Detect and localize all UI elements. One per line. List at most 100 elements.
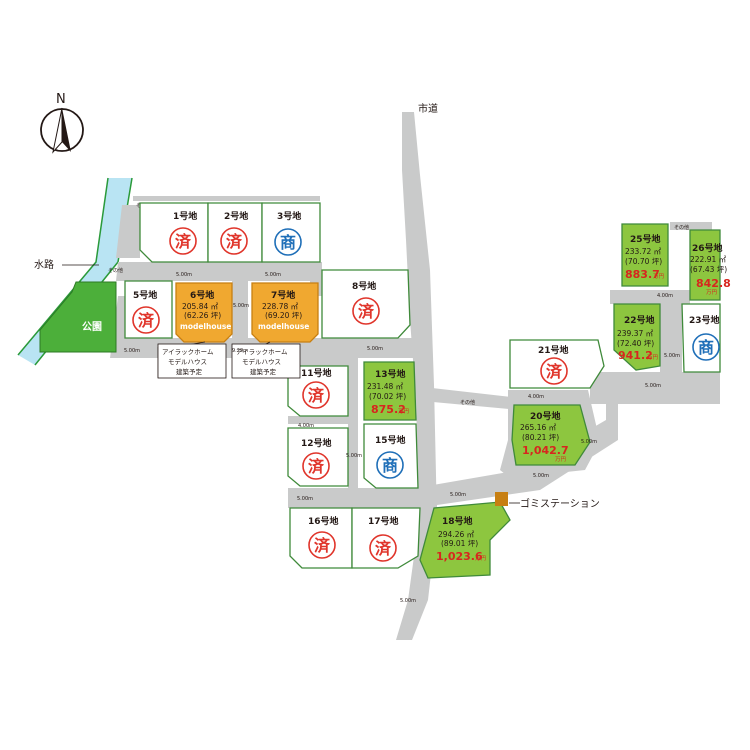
sold-stamp-icon: 済 (302, 452, 330, 480)
svg-text:5.00m: 5.00m (645, 383, 661, 389)
park-label: 公園 (82, 321, 102, 333)
svg-text:建築予定: 建築予定 (176, 367, 203, 376)
price-unit: 万円 (475, 555, 487, 562)
model-house-note-6: アイラックホーム モデルハウス 建築予定 (157, 341, 227, 379)
svg-text:済: 済 (138, 311, 155, 330)
business-stamp-icon: 商 (376, 451, 404, 479)
svg-text:アイラックホーム: アイラックホーム (236, 348, 288, 356)
lot-3[interactable]: 3号地 商 (261, 202, 321, 263)
lot-5[interactable]: 5号地 済 (124, 280, 173, 339)
lot-name: 7号地 (271, 289, 295, 301)
svg-text:5.00m: 5.00m (367, 346, 383, 352)
lot-16[interactable]: 16号地 済 (289, 507, 353, 569)
city-road-label: 市道 (418, 102, 438, 115)
lot-name: 16号地 (308, 515, 339, 527)
svg-text:5.00m: 5.00m (297, 496, 313, 502)
price-unit: 万円 (398, 408, 410, 415)
lot-area-m2: 231.48 ㎡ (367, 382, 404, 391)
lot-15[interactable]: 15号地 商 (363, 423, 419, 489)
sold-stamp-icon: 済 (369, 534, 397, 562)
lot-11[interactable]: 11号地 済 (287, 365, 349, 417)
svg-text:4.00m: 4.00m (528, 394, 544, 400)
modelhouse-tag: modelhouse (258, 322, 309, 331)
svg-text:5.00m: 5.00m (233, 303, 249, 309)
lot-21[interactable]: 21号地 済 (509, 339, 605, 389)
lot-area-m2: 294.26 ㎡ (438, 530, 475, 539)
sold-stamp-icon: 済 (308, 531, 336, 559)
lot-2[interactable]: 2号地 済 (207, 202, 263, 263)
svg-text:5.00m: 5.00m (664, 353, 680, 359)
lot-area-m2: 233.72 ㎡ (625, 247, 662, 256)
other-label-right: その他 (674, 224, 689, 231)
lot-price: 875.2 (371, 403, 406, 416)
lot-area-tsubo: (70.02 坪) (369, 392, 406, 401)
other-label-diag: その他 (460, 399, 475, 406)
lot-26[interactable]: 26号地 222.91 ㎡ (67.43 坪) 842.8 万円 (689, 229, 731, 301)
svg-text:5.00m: 5.00m (400, 598, 416, 604)
sold-stamp-icon: 済 (352, 297, 380, 325)
lot-23[interactable]: 23号地 商 (681, 303, 721, 373)
lot-name: 23号地 (689, 314, 720, 326)
lot-area-tsubo: (80.21 坪) (522, 433, 559, 442)
north-compass-icon: N (40, 92, 84, 154)
sold-stamp-icon: 済 (302, 381, 330, 409)
sold-stamp-icon: 済 (540, 357, 568, 385)
other-strip (432, 388, 520, 410)
lot-17[interactable]: 17号地 済 (351, 507, 421, 569)
svg-text:5.00m: 5.00m (450, 492, 466, 498)
lot-name: 26号地 (692, 242, 723, 254)
lot-name: 18号地 (442, 515, 473, 527)
lot-area-tsubo: (70.70 坪) (625, 257, 662, 266)
svg-text:5.00m: 5.00m (581, 439, 597, 445)
svg-text:済: 済 (308, 457, 325, 476)
svg-text:済: 済 (546, 362, 563, 381)
lot-name: 22号地 (624, 314, 655, 326)
lot-price: 842.8 (696, 277, 731, 290)
lot-name: 21号地 (538, 344, 569, 356)
lot-name: 17号地 (368, 515, 399, 527)
lot-area-m2: 265.16 ㎡ (520, 423, 557, 432)
lot-25[interactable]: 25号地 233.72 ㎡ (70.70 坪) 883.7 万円 (621, 223, 669, 287)
svg-text:済: 済 (175, 232, 192, 251)
lot-name: 3号地 (277, 210, 301, 222)
svg-text:4.00m: 4.00m (298, 423, 314, 429)
lot-6[interactable]: 6号地 205.84 ㎡ (62.26 坪) modelhouse (175, 282, 233, 343)
lot-20[interactable]: 20号地 265.16 ㎡ (80.21 坪) 1,042.7 万円 (511, 404, 591, 466)
price-unit: 万円 (555, 456, 567, 463)
garbage-station-icon (495, 492, 508, 506)
svg-text:済: 済 (375, 539, 392, 558)
price-unit: 万円 (706, 289, 718, 296)
lot-1[interactable]: 1号地 済 (139, 202, 209, 263)
sold-stamp-icon: 済 (169, 227, 197, 255)
svg-text:4.00m: 4.00m (657, 293, 673, 299)
svg-text:5.00m: 5.00m (346, 453, 362, 459)
model-house-note-7: アイラックホーム モデルハウス 建築予定 (231, 341, 301, 379)
sold-stamp-icon: 済 (220, 227, 248, 255)
svg-text:9.29m: 9.29m (232, 348, 248, 354)
svg-text:商: 商 (280, 233, 296, 252)
lot-8[interactable]: 8号地 済 (321, 269, 411, 339)
lot-name: 2号地 (224, 210, 248, 222)
lot-name: 20号地 (530, 410, 561, 422)
lot-name: 11号地 (301, 367, 332, 379)
lot-price: 1,023.6 (436, 550, 483, 563)
svg-text:商: 商 (698, 338, 714, 357)
lot-area-tsubo: (62.26 坪) (184, 311, 221, 320)
lot-7[interactable]: 7号地 228.78 ㎡ (69.20 坪) modelhouse (251, 282, 319, 343)
lot-area-m2: 239.37 ㎡ (617, 329, 654, 338)
lot-22[interactable]: 22号地 239.37 ㎡ (72.40 坪) 941.2 万円 (613, 303, 661, 371)
svg-text:モデルハウス: モデルハウス (168, 357, 207, 366)
other-label-left: その他 (108, 267, 123, 274)
lot-name: 12号地 (301, 437, 332, 449)
lot-12[interactable]: 12号地 済 (287, 427, 349, 487)
lot-13[interactable]: 13号地 231.48 ㎡ (70.02 坪) 875.2 万円 (363, 361, 417, 421)
lot-name: 13号地 (375, 368, 406, 380)
lot-18[interactable]: 18号地 294.26 ㎡ (89.01 坪) 1,023.6 万円 (419, 501, 511, 579)
park (39, 281, 117, 353)
lot-name: 1号地 (173, 210, 197, 222)
north-label: N (56, 92, 66, 107)
svg-text:建築予定: 建築予定 (250, 367, 277, 376)
lot-area-m2: 228.78 ㎡ (262, 302, 299, 311)
lot-name: 25号地 (630, 233, 661, 245)
